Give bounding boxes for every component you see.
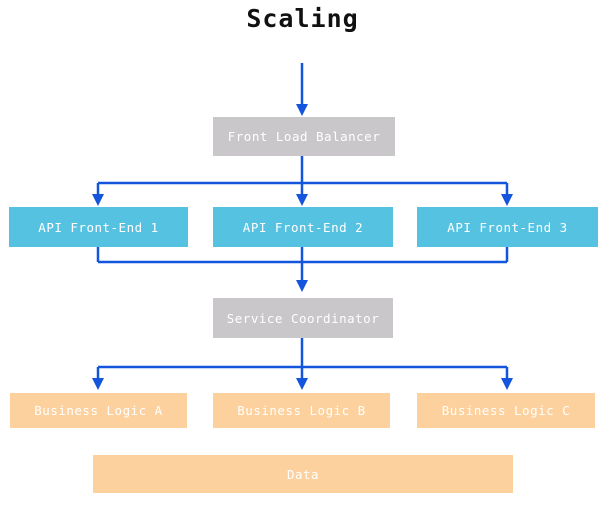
node-service-coordinator: Service Coordinator bbox=[213, 298, 393, 338]
node-data: Data bbox=[93, 455, 513, 493]
node-business-logic-c: Business Logic C bbox=[417, 393, 595, 428]
diagram-title: Scaling bbox=[246, 4, 359, 33]
node-front-load-balancer-label: Front Load Balancer bbox=[227, 129, 381, 144]
node-api-front-end-1: API Front-End 1 bbox=[9, 207, 188, 247]
node-service-coordinator-label: Service Coordinator bbox=[226, 310, 380, 326]
connector-flb-fanout-bar bbox=[98, 156, 507, 185]
node-front-load-balancer: Front Load Balancer bbox=[213, 117, 395, 156]
node-api-front-end-2: API Front-End 2 bbox=[213, 207, 393, 247]
node-api-front-end-3: API Front-End 3 bbox=[417, 207, 598, 247]
node-business-logic-c-label: Business Logic C bbox=[441, 403, 571, 418]
node-business-logic-a-label: Business Logic A bbox=[34, 403, 163, 418]
node-business-logic-a: Business Logic A bbox=[10, 393, 187, 428]
node-business-logic-b-label: Business Logic B bbox=[237, 403, 366, 418]
connector-sc-fanout-bar bbox=[98, 338, 507, 369]
node-api-front-end-1-label: API Front-End 1 bbox=[38, 219, 159, 235]
node-api-front-end-3-label: API Front-End 3 bbox=[447, 219, 568, 235]
node-api-front-end-2-label: API Front-End 2 bbox=[242, 219, 364, 235]
node-data-label: Data bbox=[286, 466, 320, 482]
node-business-logic-b: Business Logic B bbox=[213, 393, 390, 428]
connector-api-converge-bar bbox=[96, 247, 509, 264]
